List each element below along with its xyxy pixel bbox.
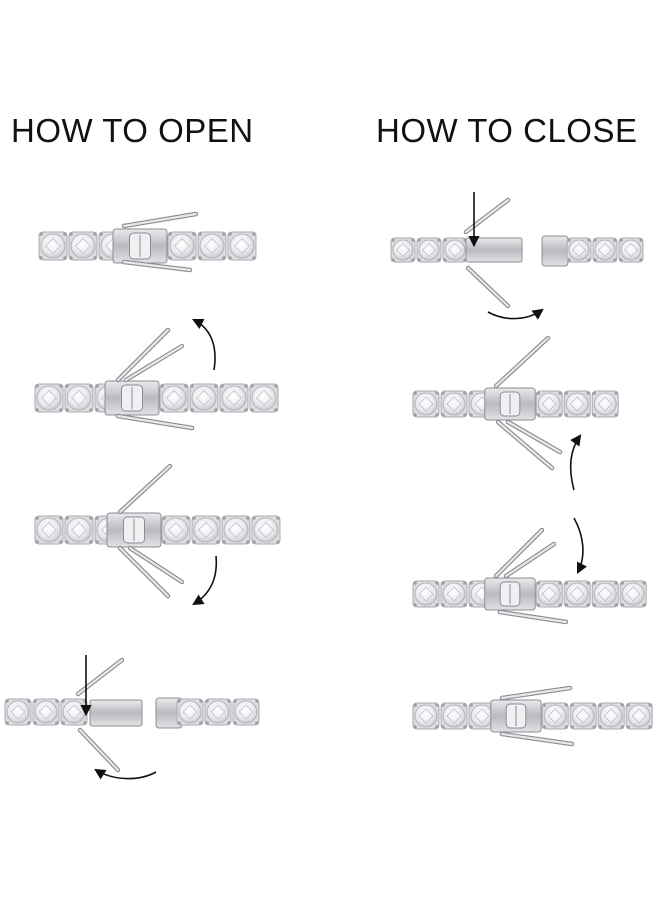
clasp-box [541,235,569,267]
open-step-3-bracelet [34,463,281,599]
open-step-4-bracelet [4,657,260,773]
stone [412,580,440,608]
stone [191,515,221,545]
stone [390,237,416,263]
clasp-lever-raised [493,527,545,579]
clasp-lever-lowered [77,727,121,773]
stone [232,698,260,726]
stone [176,698,204,726]
stone [440,390,468,418]
stone [569,702,597,730]
clasp-lever [499,731,575,747]
clasp-lever-raised [75,657,125,697]
clasp-lever-raised [123,343,185,383]
clasp-lever-raised [503,541,557,579]
stone [442,237,468,263]
stone [440,702,468,730]
stone [535,580,563,608]
clasp-lever-raised [115,327,171,383]
stone [563,580,591,608]
clasp-lever-lowered [127,545,185,585]
stone [541,702,569,730]
stone [591,580,619,608]
stone [204,698,232,726]
stone [68,231,98,261]
stone [4,698,32,726]
stone [161,515,191,545]
stone [591,390,619,418]
stone [64,515,94,545]
stone [167,231,197,261]
stone [618,237,644,263]
clasp-lever-raised [463,197,511,235]
close-step-2-bracelet [412,335,619,471]
clasp-lever [497,609,569,625]
curved-arrow-icon [487,308,544,320]
clasp-lever [115,413,195,431]
stone [416,237,442,263]
clasp-lever-raised [493,335,551,389]
how-to-open-heading: HOW TO OPEN [11,112,254,149]
box-clasp-icon [106,512,162,548]
stone [619,580,647,608]
curved-arrow-icon [192,555,218,606]
stone [440,580,468,608]
clasp-tongue [465,237,523,263]
stone [159,383,189,413]
stone [249,383,279,413]
stone [251,515,281,545]
how-to-close-heading: HOW TO CLOSE [376,112,638,149]
box-clasp-icon [104,380,160,416]
stone [412,390,440,418]
stone [219,383,249,413]
box-clasp-icon [112,228,168,264]
open-step-2-bracelet [34,327,279,431]
stone [34,515,64,545]
stone [592,237,618,263]
close-step-3-bracelet [412,527,647,625]
curved-arrow-icon [94,768,157,780]
clasp-tongue [89,699,143,727]
stone [535,390,563,418]
box-clasp-icon [490,699,542,733]
stone [227,231,257,261]
clasp-lever-raised [117,463,173,515]
clasp-lever-lowered [505,419,563,455]
curved-arrow-icon [573,517,588,575]
stone [412,702,440,730]
stone [625,702,653,730]
box-clasp-icon [484,387,536,421]
close-step-4-bracelet [412,685,653,747]
clasp-lever [121,211,199,229]
open-step-1-bracelet [38,211,257,273]
stone [566,237,592,263]
stone [38,231,68,261]
curved-arrow-icon [191,318,216,371]
stone [197,231,227,261]
stone [597,702,625,730]
close-step-1-bracelet [390,197,644,309]
stone [64,383,94,413]
clasp-lever-lowered [117,545,171,599]
stone [34,383,64,413]
clasp-lever [499,685,573,701]
stone [468,702,496,730]
clasp-lever-lowered [465,265,511,309]
clasp-lever [121,259,193,273]
stone [189,383,219,413]
stone [221,515,251,545]
stone [32,698,60,726]
box-clasp-icon [484,577,536,611]
stone [60,698,88,726]
stone [563,390,591,418]
clasp-lever-lowered [495,419,555,471]
curved-arrow-icon [569,434,582,491]
